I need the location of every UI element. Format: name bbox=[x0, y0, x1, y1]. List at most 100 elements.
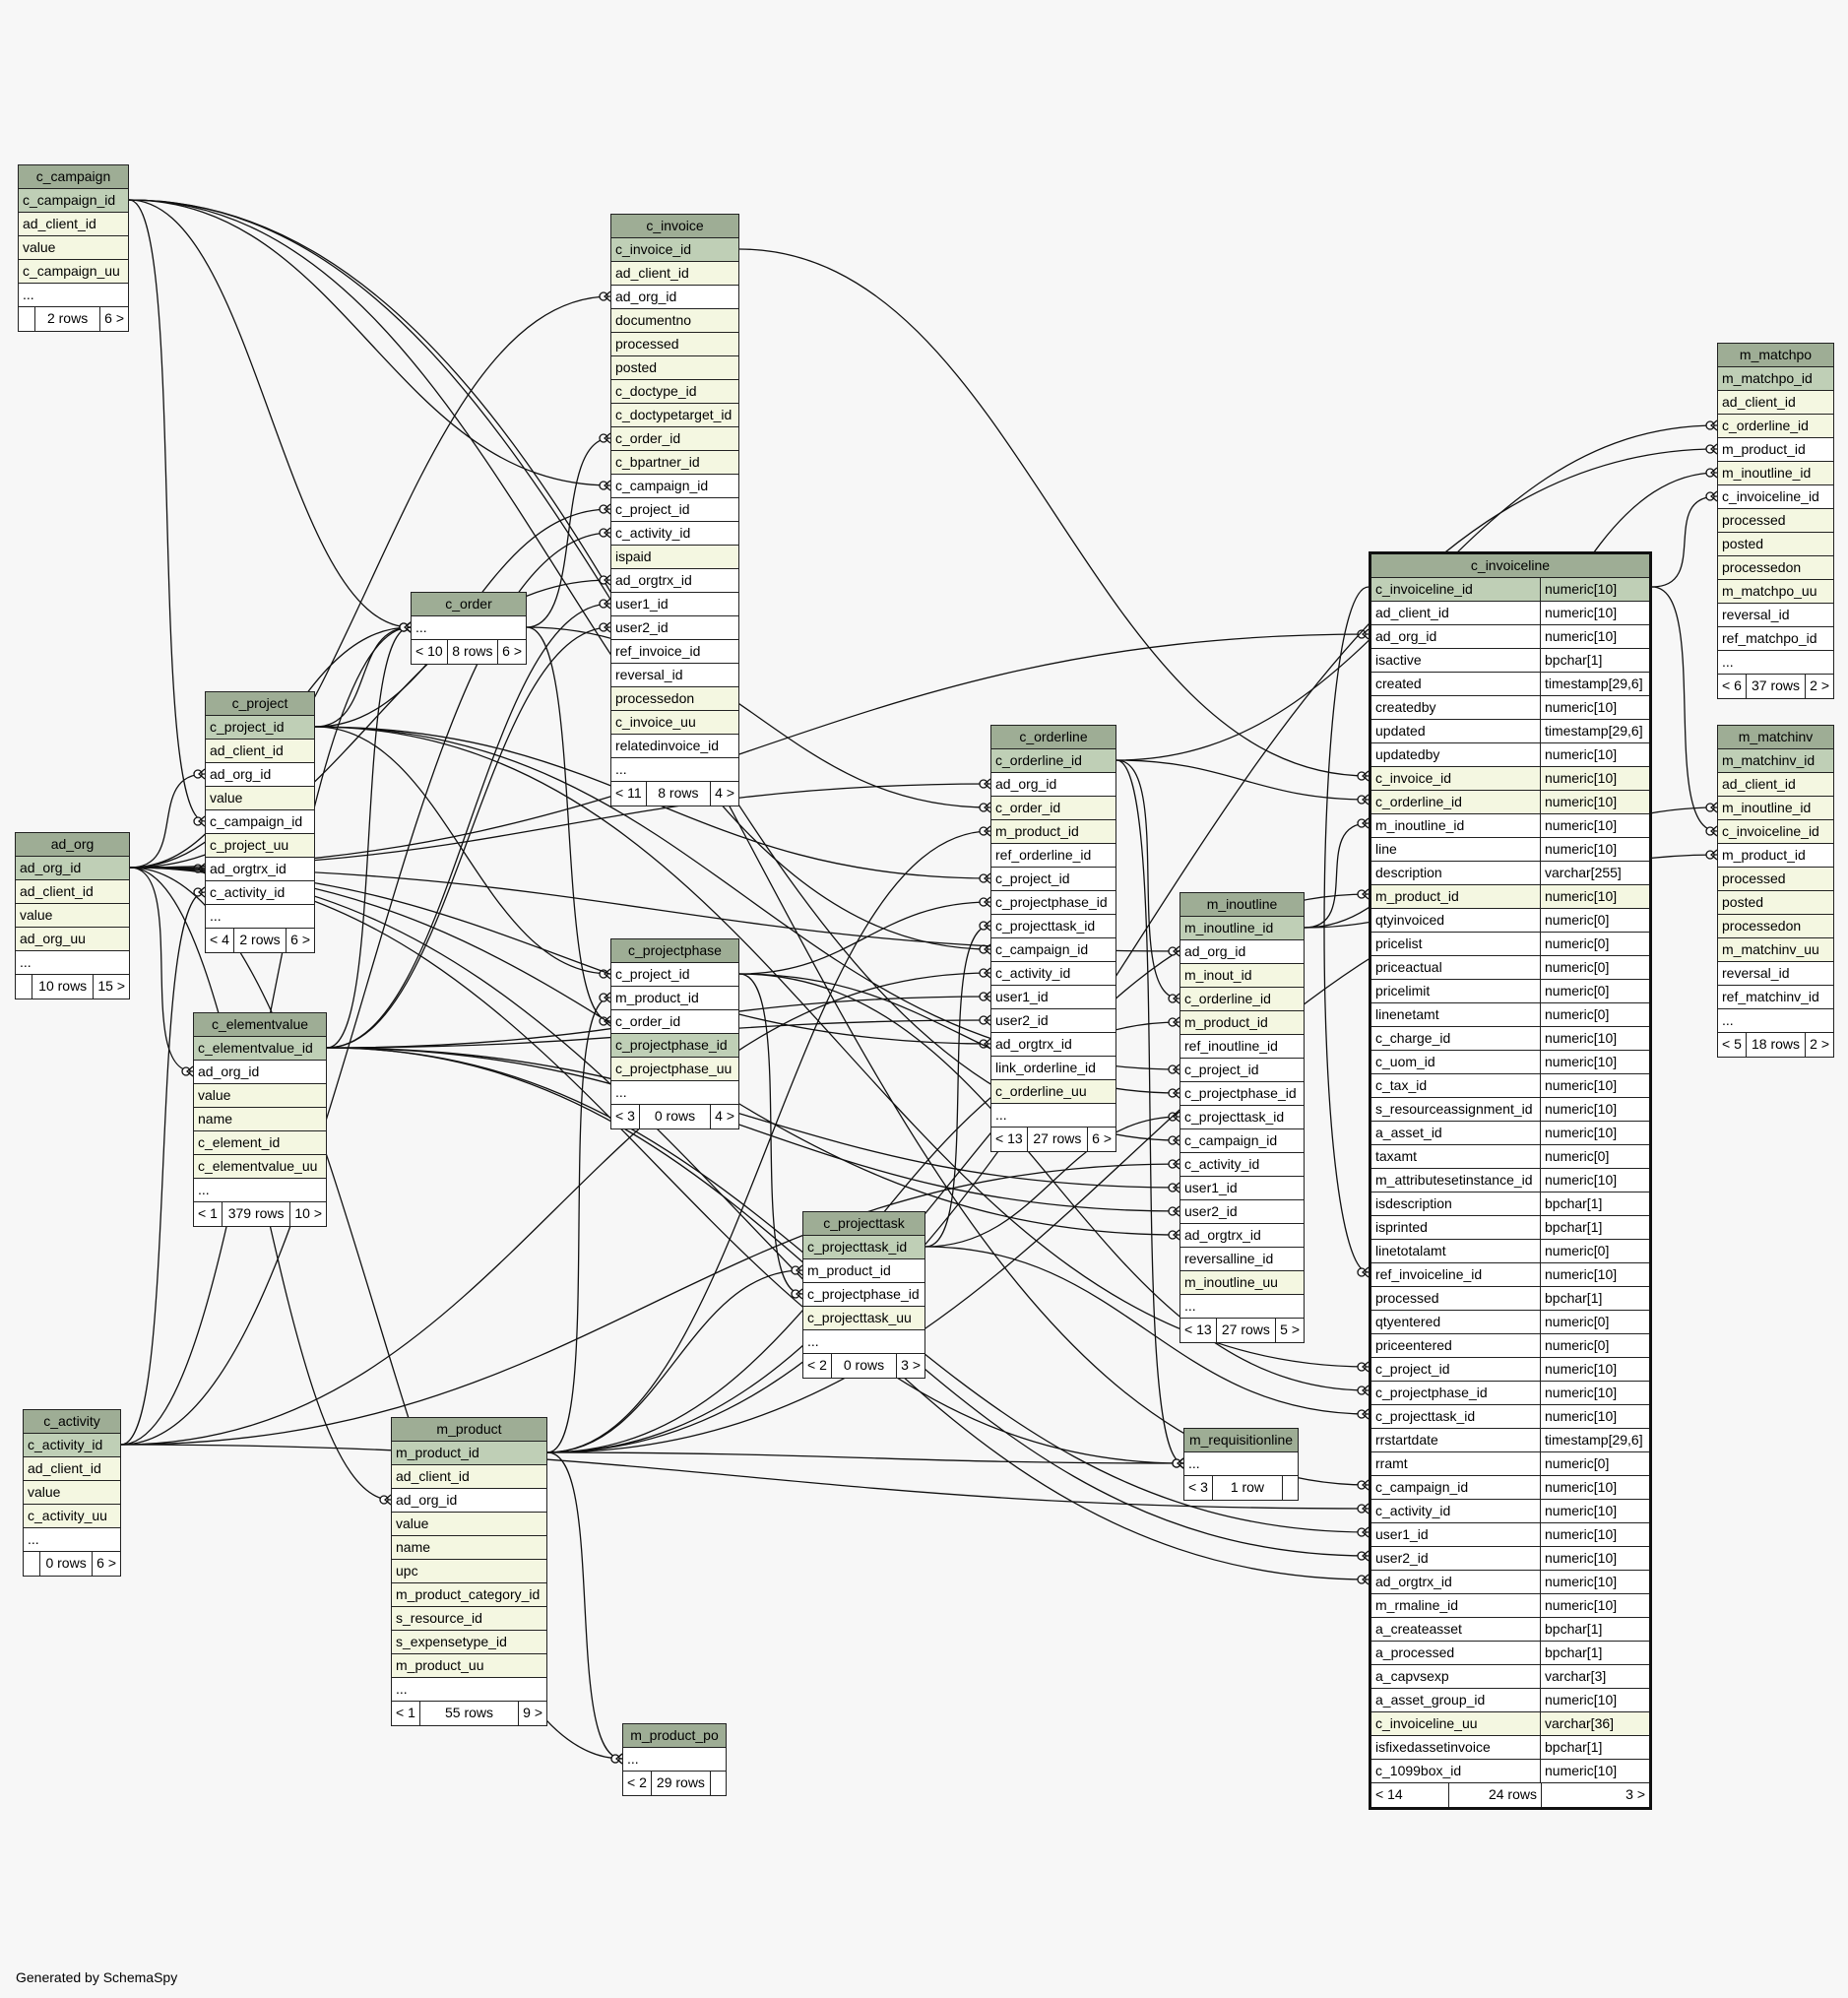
column-row[interactable]: c_projectphase_uu bbox=[611, 1058, 738, 1081]
column-row[interactable]: ad_client_id bbox=[1718, 391, 1833, 415]
column-row[interactable]: c_activity_uu bbox=[24, 1505, 120, 1528]
column-row[interactable]: c_campaign_id bbox=[19, 189, 128, 213]
column-row[interactable]: reversalline_id bbox=[1180, 1248, 1304, 1271]
children-count[interactable]: 6 > bbox=[497, 640, 526, 664]
column-row[interactable]: ... bbox=[24, 1528, 120, 1552]
column-row[interactable]: ad_orgtrx_id bbox=[206, 858, 314, 881]
column-row[interactable]: reversal_id bbox=[611, 664, 738, 687]
column-row[interactable]: value bbox=[206, 787, 314, 810]
column-row[interactable]: m_inoutline_uu bbox=[1180, 1271, 1304, 1295]
parents-count[interactable]: < 14 bbox=[1375, 1786, 1403, 1802]
column-row[interactable]: user2_id bbox=[611, 616, 738, 640]
column-row[interactable]: m_product_id bbox=[991, 820, 1115, 844]
children-count[interactable]: 6 > bbox=[286, 929, 314, 952]
column-row[interactable]: c_campaign_id bbox=[611, 475, 738, 498]
parents-count[interactable]: < 3 bbox=[1188, 1479, 1208, 1495]
column-row[interactable]: m_matchinv_id bbox=[1718, 749, 1833, 773]
column-row[interactable]: c_invoiceline_id bbox=[1718, 485, 1833, 509]
parents-count[interactable]: < 4 bbox=[210, 932, 229, 947]
column-row[interactable]: user1_id bbox=[991, 986, 1115, 1009]
column-row[interactable]: reversal_id bbox=[1718, 962, 1833, 986]
column-row[interactable]: m_product_id bbox=[1718, 438, 1833, 462]
column-row[interactable]: link_orderline_id bbox=[991, 1057, 1115, 1080]
column-row[interactable]: ad_client_id bbox=[19, 213, 128, 236]
column-row[interactable]: c_campaign_id bbox=[1180, 1129, 1304, 1153]
column-row[interactable]: c_campaign_id bbox=[991, 938, 1115, 962]
column-row[interactable]: value bbox=[24, 1481, 120, 1505]
column-row[interactable]: ... bbox=[803, 1330, 924, 1354]
children-count[interactable]: 2 > bbox=[1805, 1033, 1833, 1057]
column-row[interactable]: c_orderline_id bbox=[1718, 415, 1833, 438]
parents-count[interactable] bbox=[19, 307, 34, 331]
table-title[interactable]: m_product_po bbox=[623, 1724, 726, 1748]
children-count[interactable]: 5 > bbox=[1275, 1319, 1304, 1342]
column-row[interactable]: ad_org_id bbox=[392, 1489, 546, 1513]
children-count[interactable]: 9 > bbox=[518, 1702, 546, 1725]
parents-count[interactable]: < 13 bbox=[1184, 1321, 1212, 1337]
column-row[interactable]: c_element_id bbox=[194, 1131, 326, 1155]
column-row[interactable]: ad_org_id bbox=[1180, 940, 1304, 964]
column-row[interactable]: m_product_category_id bbox=[392, 1583, 546, 1607]
column-row[interactable]: ref_inoutline_id bbox=[1180, 1035, 1304, 1059]
column-row[interactable]: c_order_id bbox=[611, 427, 738, 451]
column-row[interactable]: ad_orgtrx_id bbox=[611, 569, 738, 593]
table-title[interactable]: ad_org bbox=[16, 833, 129, 857]
children-count[interactable]: 6 > bbox=[1087, 1128, 1115, 1151]
parents-count[interactable]: < 1 bbox=[198, 1205, 218, 1221]
column-row[interactable]: ad_org_id bbox=[991, 773, 1115, 797]
children-count[interactable]: 3 > bbox=[896, 1354, 924, 1378]
column-row[interactable]: c_activity_id bbox=[1180, 1153, 1304, 1177]
column-row[interactable]: user1_id bbox=[611, 593, 738, 616]
parents-count[interactable]: < 11 bbox=[615, 785, 642, 801]
column-row[interactable]: c_invoice_uu bbox=[611, 711, 738, 735]
parents-count[interactable]: < 3 bbox=[615, 1108, 635, 1124]
column-row[interactable]: c_activity_id bbox=[206, 881, 314, 905]
table-title[interactable]: m_product bbox=[392, 1418, 546, 1442]
column-row[interactable]: c_doctypetarget_id bbox=[611, 404, 738, 427]
table-title[interactable]: m_requisitionline bbox=[1184, 1429, 1298, 1452]
column-row[interactable]: m_matchpo_id bbox=[1718, 367, 1833, 391]
column-row[interactable]: ispaid bbox=[611, 546, 738, 569]
table-title[interactable]: c_activity bbox=[24, 1410, 120, 1434]
parents-count[interactable]: < 6 bbox=[1722, 677, 1742, 693]
column-row[interactable]: processed bbox=[1718, 509, 1833, 533]
column-row[interactable]: reversal_id bbox=[1718, 604, 1833, 627]
column-row[interactable]: c_project_id bbox=[206, 716, 314, 740]
children-count[interactable] bbox=[1282, 1476, 1298, 1500]
column-row[interactable]: c_invoiceline_id bbox=[1718, 820, 1833, 844]
children-count[interactable] bbox=[710, 1772, 726, 1795]
children-count[interactable]: 2 > bbox=[1805, 675, 1833, 698]
parents-count[interactable]: < 5 bbox=[1722, 1036, 1742, 1052]
parents-count[interactable]: < 10 bbox=[415, 643, 443, 659]
column-row[interactable]: s_expensetype_id bbox=[392, 1631, 546, 1654]
column-row[interactable]: c_elementvalue_id bbox=[194, 1037, 326, 1061]
children-count[interactable]: 10 > bbox=[289, 1202, 326, 1226]
table-title[interactable]: c_order bbox=[412, 593, 526, 616]
column-row[interactable]: m_product_id bbox=[1718, 844, 1833, 868]
column-row[interactable]: m_product_id bbox=[392, 1442, 546, 1465]
